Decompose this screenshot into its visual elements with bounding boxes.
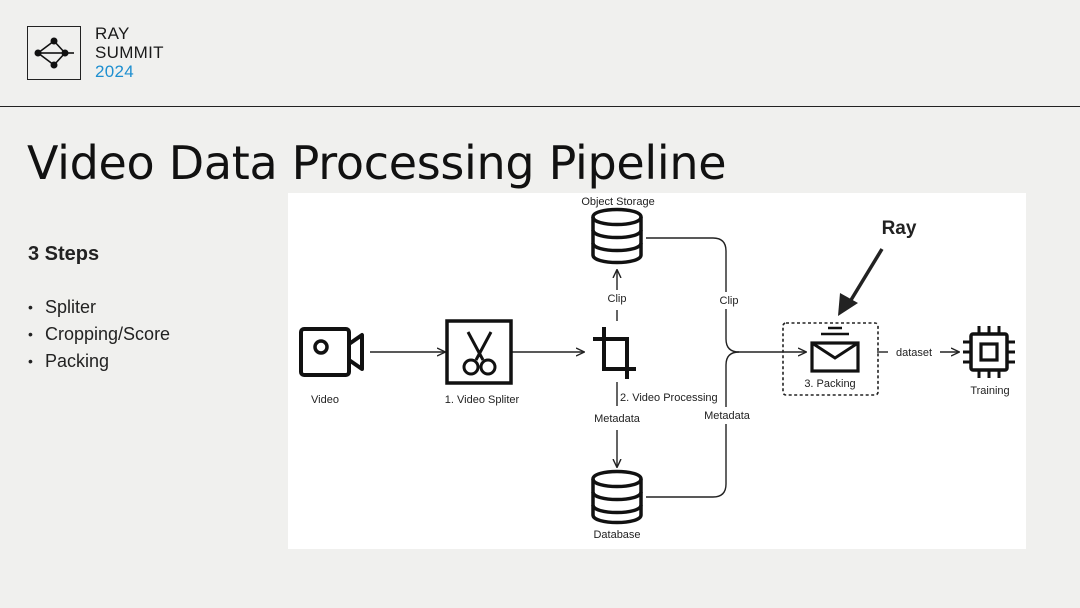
label-video-processing: 2. Video Processing (620, 392, 718, 404)
list-item: Packing (28, 350, 170, 377)
label-metadata-left: Metadata (594, 413, 641, 425)
label-metadata-right: Metadata (704, 410, 751, 422)
video-camera-icon (299, 327, 364, 377)
scissors-icon (445, 319, 513, 385)
logo-line-summit: SUMMIT (95, 43, 164, 62)
logo-line-ray: RAY (95, 24, 130, 43)
arrow-ray-pointer (849, 248, 884, 301)
envelope-icon (810, 326, 860, 373)
logo-line-year: 2024 (95, 62, 135, 81)
steps-list: Spliter Cropping/Score Packing (28, 296, 170, 377)
label-clip-right: Clip (720, 295, 739, 307)
label-object-storage: Object Storage (581, 196, 654, 208)
label-ray: Ray (882, 218, 917, 239)
label-dataset: dataset (896, 347, 932, 359)
label-training: Training (970, 385, 1009, 397)
steps-heading: 3 Steps (28, 243, 100, 265)
database-icon (591, 469, 643, 525)
ray-network-icon (34, 37, 74, 69)
page-title: Video Data Processing Pipeline (27, 136, 727, 190)
crop-icon (593, 327, 636, 379)
ray-logo-mark (27, 26, 81, 80)
list-item: Cropping/Score (28, 323, 170, 350)
chip-icon (963, 326, 1015, 378)
list-item: Spliter (28, 296, 170, 323)
database-icon (591, 207, 643, 265)
label-packing: 3. Packing (804, 378, 855, 390)
label-video-spliter: 1. Video Spliter (445, 394, 520, 406)
label-database: Database (593, 529, 640, 541)
ray-pointer-arrowhead (838, 293, 858, 316)
path-database-to-packing (646, 351, 740, 498)
packing-stage-box (782, 322, 879, 396)
label-clip-left: Clip (608, 293, 627, 305)
ray-summit-wordmark: RAY SUMMIT 2024 (95, 24, 164, 81)
header-divider (0, 106, 1080, 107)
pipeline-diagram: Object Storage Ray Clip Clip Video 1. Vi… (288, 193, 1026, 549)
label-video: Video (311, 394, 339, 406)
